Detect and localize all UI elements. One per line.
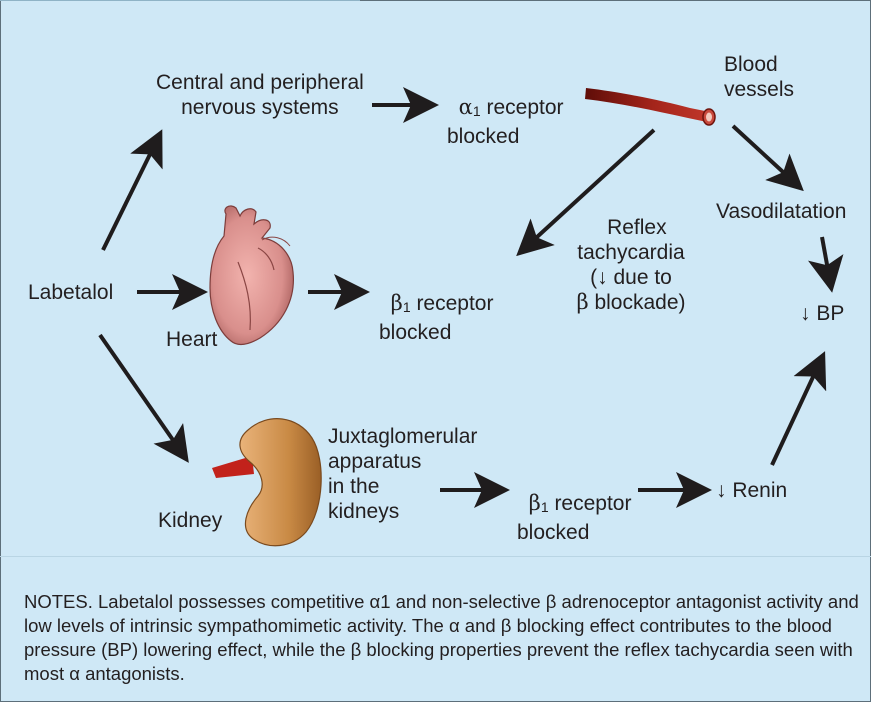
alpha-blocked-text: blocked — [447, 125, 519, 148]
alpha-symbol: α — [459, 95, 473, 119]
arrow-vasodilatation-to-bp — [822, 237, 830, 281]
beta2-subscript: 1 — [541, 499, 549, 515]
reflex-line4: blockade) — [589, 291, 686, 314]
nervous-systems-label: Central and peripheral nervous systems — [156, 70, 364, 120]
beta2-blocked-text: blocked — [517, 521, 589, 544]
reflex-beta-symbol: β — [576, 290, 588, 314]
heart-label: Heart — [166, 327, 217, 352]
alpha1-receptor-label: α1 receptor blocked — [447, 70, 564, 149]
bp-label: ↓ BP — [800, 301, 844, 326]
beta-subscript: 1 — [403, 299, 411, 315]
reflex-line3: (↓ due to — [590, 266, 672, 289]
beta2-symbol: β — [529, 491, 541, 515]
heart-illustration — [210, 206, 293, 345]
beta-receptor-text: receptor — [411, 292, 494, 315]
reflex-line1: Reflex — [607, 216, 667, 239]
kidney-label: Kidney — [158, 508, 222, 533]
reflex-line2: tachycardia — [577, 241, 684, 264]
alpha-receptor-text: receptor — [481, 96, 564, 119]
alpha-subscript: 1 — [473, 103, 481, 119]
juxtaglomerular-label: Juxtaglomerular apparatus in the kidneys — [328, 424, 477, 524]
arrow-labetalol-to-nervous — [103, 140, 157, 250]
blood-vessels-label: Blood vessels — [724, 52, 794, 102]
beta1-kidney-receptor-label: β1 receptor blocked — [517, 466, 631, 545]
notes-text: NOTES. Labetalol possesses competitive α… — [24, 590, 864, 686]
beta-symbol: β — [391, 291, 403, 315]
beta1-receptor-label: β1 receptor blocked — [379, 266, 493, 345]
kidney-illustration — [212, 419, 321, 546]
arrow-labetalol-to-kidney — [100, 335, 182, 453]
notes-divider — [0, 556, 871, 557]
beta-blocked-text: blocked — [379, 321, 451, 344]
vasodilatation-label: Vasodilatation — [716, 199, 846, 224]
arrow-renin-to-bp — [772, 362, 820, 465]
blood-vessel-illustration — [585, 88, 715, 125]
renin-label: ↓ Renin — [716, 478, 787, 503]
labetalol-label: Labetalol — [28, 280, 113, 305]
beta2-receptor-text: receptor — [549, 492, 632, 515]
arrow-vessel-to-vasodilatation — [733, 126, 795, 183]
